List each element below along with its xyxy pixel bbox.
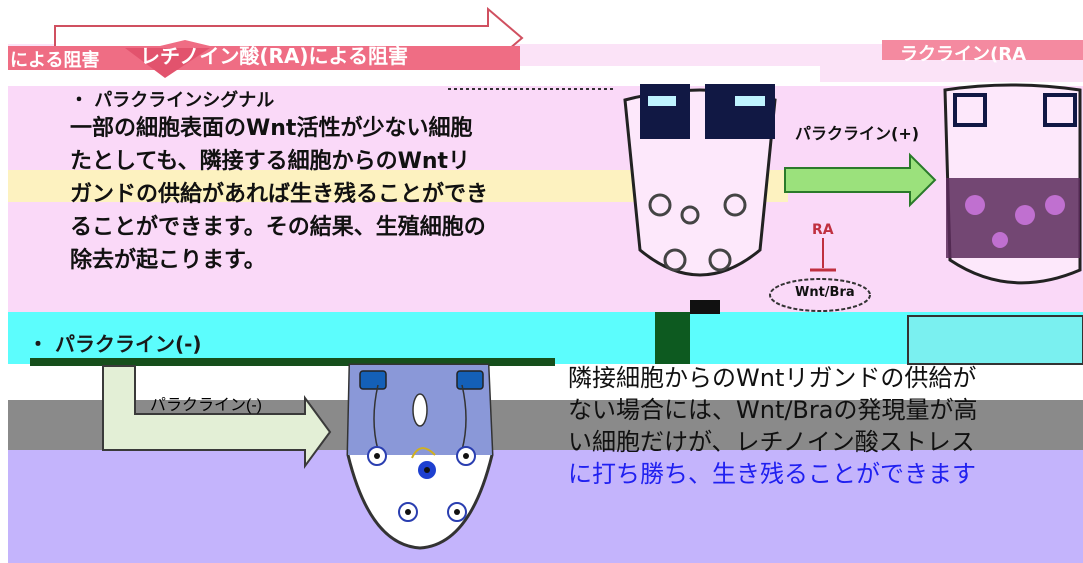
upper-text-line: ガンドの供給があれば生き残ることができ xyxy=(70,182,489,207)
upper-text-line: 除去が起こります。 xyxy=(70,248,266,273)
ra-label: RA xyxy=(812,222,834,238)
wnt-ellipse xyxy=(769,278,871,312)
lower-right-box xyxy=(907,315,1083,365)
upper-cell-left xyxy=(623,84,777,314)
upper-text-line: 一部の細胞表面のWnt活性が少ない細胞 xyxy=(70,116,473,141)
upper-cell-right xyxy=(943,83,1082,285)
paracrine-minus-label: パラクライン(-) xyxy=(150,397,262,414)
lower-outline-arrow xyxy=(102,365,332,470)
band-cyan xyxy=(8,312,1083,364)
lower-text-line: い細胞だけが、レチノイン酸ストレス xyxy=(568,428,975,456)
lower-text-line: ない場合には、Wnt/Braの発現量が高 xyxy=(568,396,978,424)
banner-left-text: による阻害 xyxy=(10,50,100,71)
upper-bullet: ・ パラクラインシグナル xyxy=(70,90,275,111)
red-banner-tail xyxy=(125,48,210,78)
upper-text-block: 一部の細胞表面のWnt活性が少ない細胞 たとしても、隣接する細胞からのWntリ … xyxy=(70,112,488,277)
right-red-banner-light xyxy=(820,60,1083,82)
lower-text-line: 隣接細胞からのWntリガンドの供給が xyxy=(568,364,977,392)
green-arrow-upper xyxy=(784,152,937,208)
band-white xyxy=(8,364,1083,400)
lower-dark-underline xyxy=(30,358,555,366)
dark-green-block xyxy=(655,312,690,364)
banner-center-text: レチノイン酸(RA)による阻害 xyxy=(140,44,408,68)
wnt-bra-label: Wnt/Bra xyxy=(795,285,855,300)
banner-right-text: ラクライン(RA xyxy=(900,44,1027,65)
upper-text-line: ることができます。その結果、生殖細胞の xyxy=(70,215,486,240)
upper-text-line: たとしても、隣接する細胞からのWntリ xyxy=(70,149,471,174)
band-purple xyxy=(8,450,1083,563)
lower-text-highlight: に打ち勝ち、生き残ることができます xyxy=(568,460,976,488)
red-banner-arrow xyxy=(8,40,520,70)
lower-bullet: ・ パラクライン(-) xyxy=(28,332,202,356)
paracrine-plus-label: パラクライン(+) xyxy=(795,124,920,143)
lower-cell xyxy=(346,363,494,550)
lower-text-block: 隣接細胞からのWntリガンドの供給が ない場合には、Wnt/Braの発現量が高 … xyxy=(568,362,977,490)
